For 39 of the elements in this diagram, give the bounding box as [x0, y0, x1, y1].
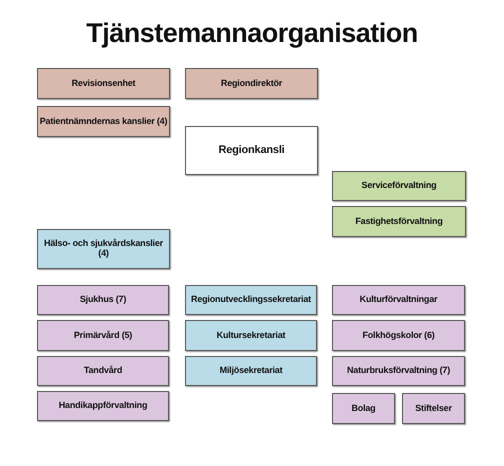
- unit-label: Handikappförvaltning: [58, 401, 148, 411]
- unit-label: Stiftelser: [415, 404, 452, 414]
- org-box: [332, 393, 395, 424]
- unit-label: Revisionsenhet: [72, 78, 136, 88]
- unit-label: Sjukhus (7): [80, 295, 126, 305]
- org-box: [37, 68, 170, 99]
- org-box: [37, 356, 169, 386]
- unit-label: Regionkansli: [218, 144, 285, 157]
- unit-label: Regionutvecklingssekretariat: [191, 295, 311, 305]
- org-box: [332, 285, 465, 315]
- org-box: [332, 356, 465, 386]
- org-box: [332, 171, 466, 201]
- org-box: [37, 229, 170, 269]
- org-box: [332, 206, 466, 237]
- org-box: [185, 126, 318, 175]
- unit-label: Patientnämndernas kanslier (4): [40, 116, 168, 126]
- unit-label: Miljösekretariat: [220, 366, 282, 376]
- org-box: [37, 320, 169, 351]
- org-box: [37, 106, 170, 137]
- unit-label: Folkhögskolor (6): [362, 330, 435, 340]
- unit-label: Tandvård: [84, 366, 122, 376]
- org-box: [185, 320, 317, 351]
- title: Tjänstemannaorganisation: [85, 18, 419, 49]
- org-box: [185, 356, 317, 386]
- org-box: [185, 68, 318, 99]
- unit-label: Primärvård (5): [74, 330, 132, 340]
- unit-label: Kultursekretariat: [216, 330, 286, 340]
- unit-label: Bolag: [351, 404, 376, 414]
- unit-label: Regiondirektör: [220, 78, 282, 88]
- unit-label: Serviceförvaltning: [362, 181, 436, 191]
- org-box: [185, 285, 317, 315]
- unit-label: Hälso- och sjukvårdskanslier (4): [43, 239, 164, 259]
- unit-label: Fastighetsförvaltning: [355, 216, 443, 226]
- org-box: [402, 393, 465, 424]
- org-box: [332, 320, 465, 351]
- unit-label: Naturbruksförvaltning (7): [346, 366, 450, 376]
- unit-label: Kulturförvaltningar: [360, 295, 438, 305]
- org-box: [37, 285, 169, 315]
- org-box: [37, 391, 169, 421]
